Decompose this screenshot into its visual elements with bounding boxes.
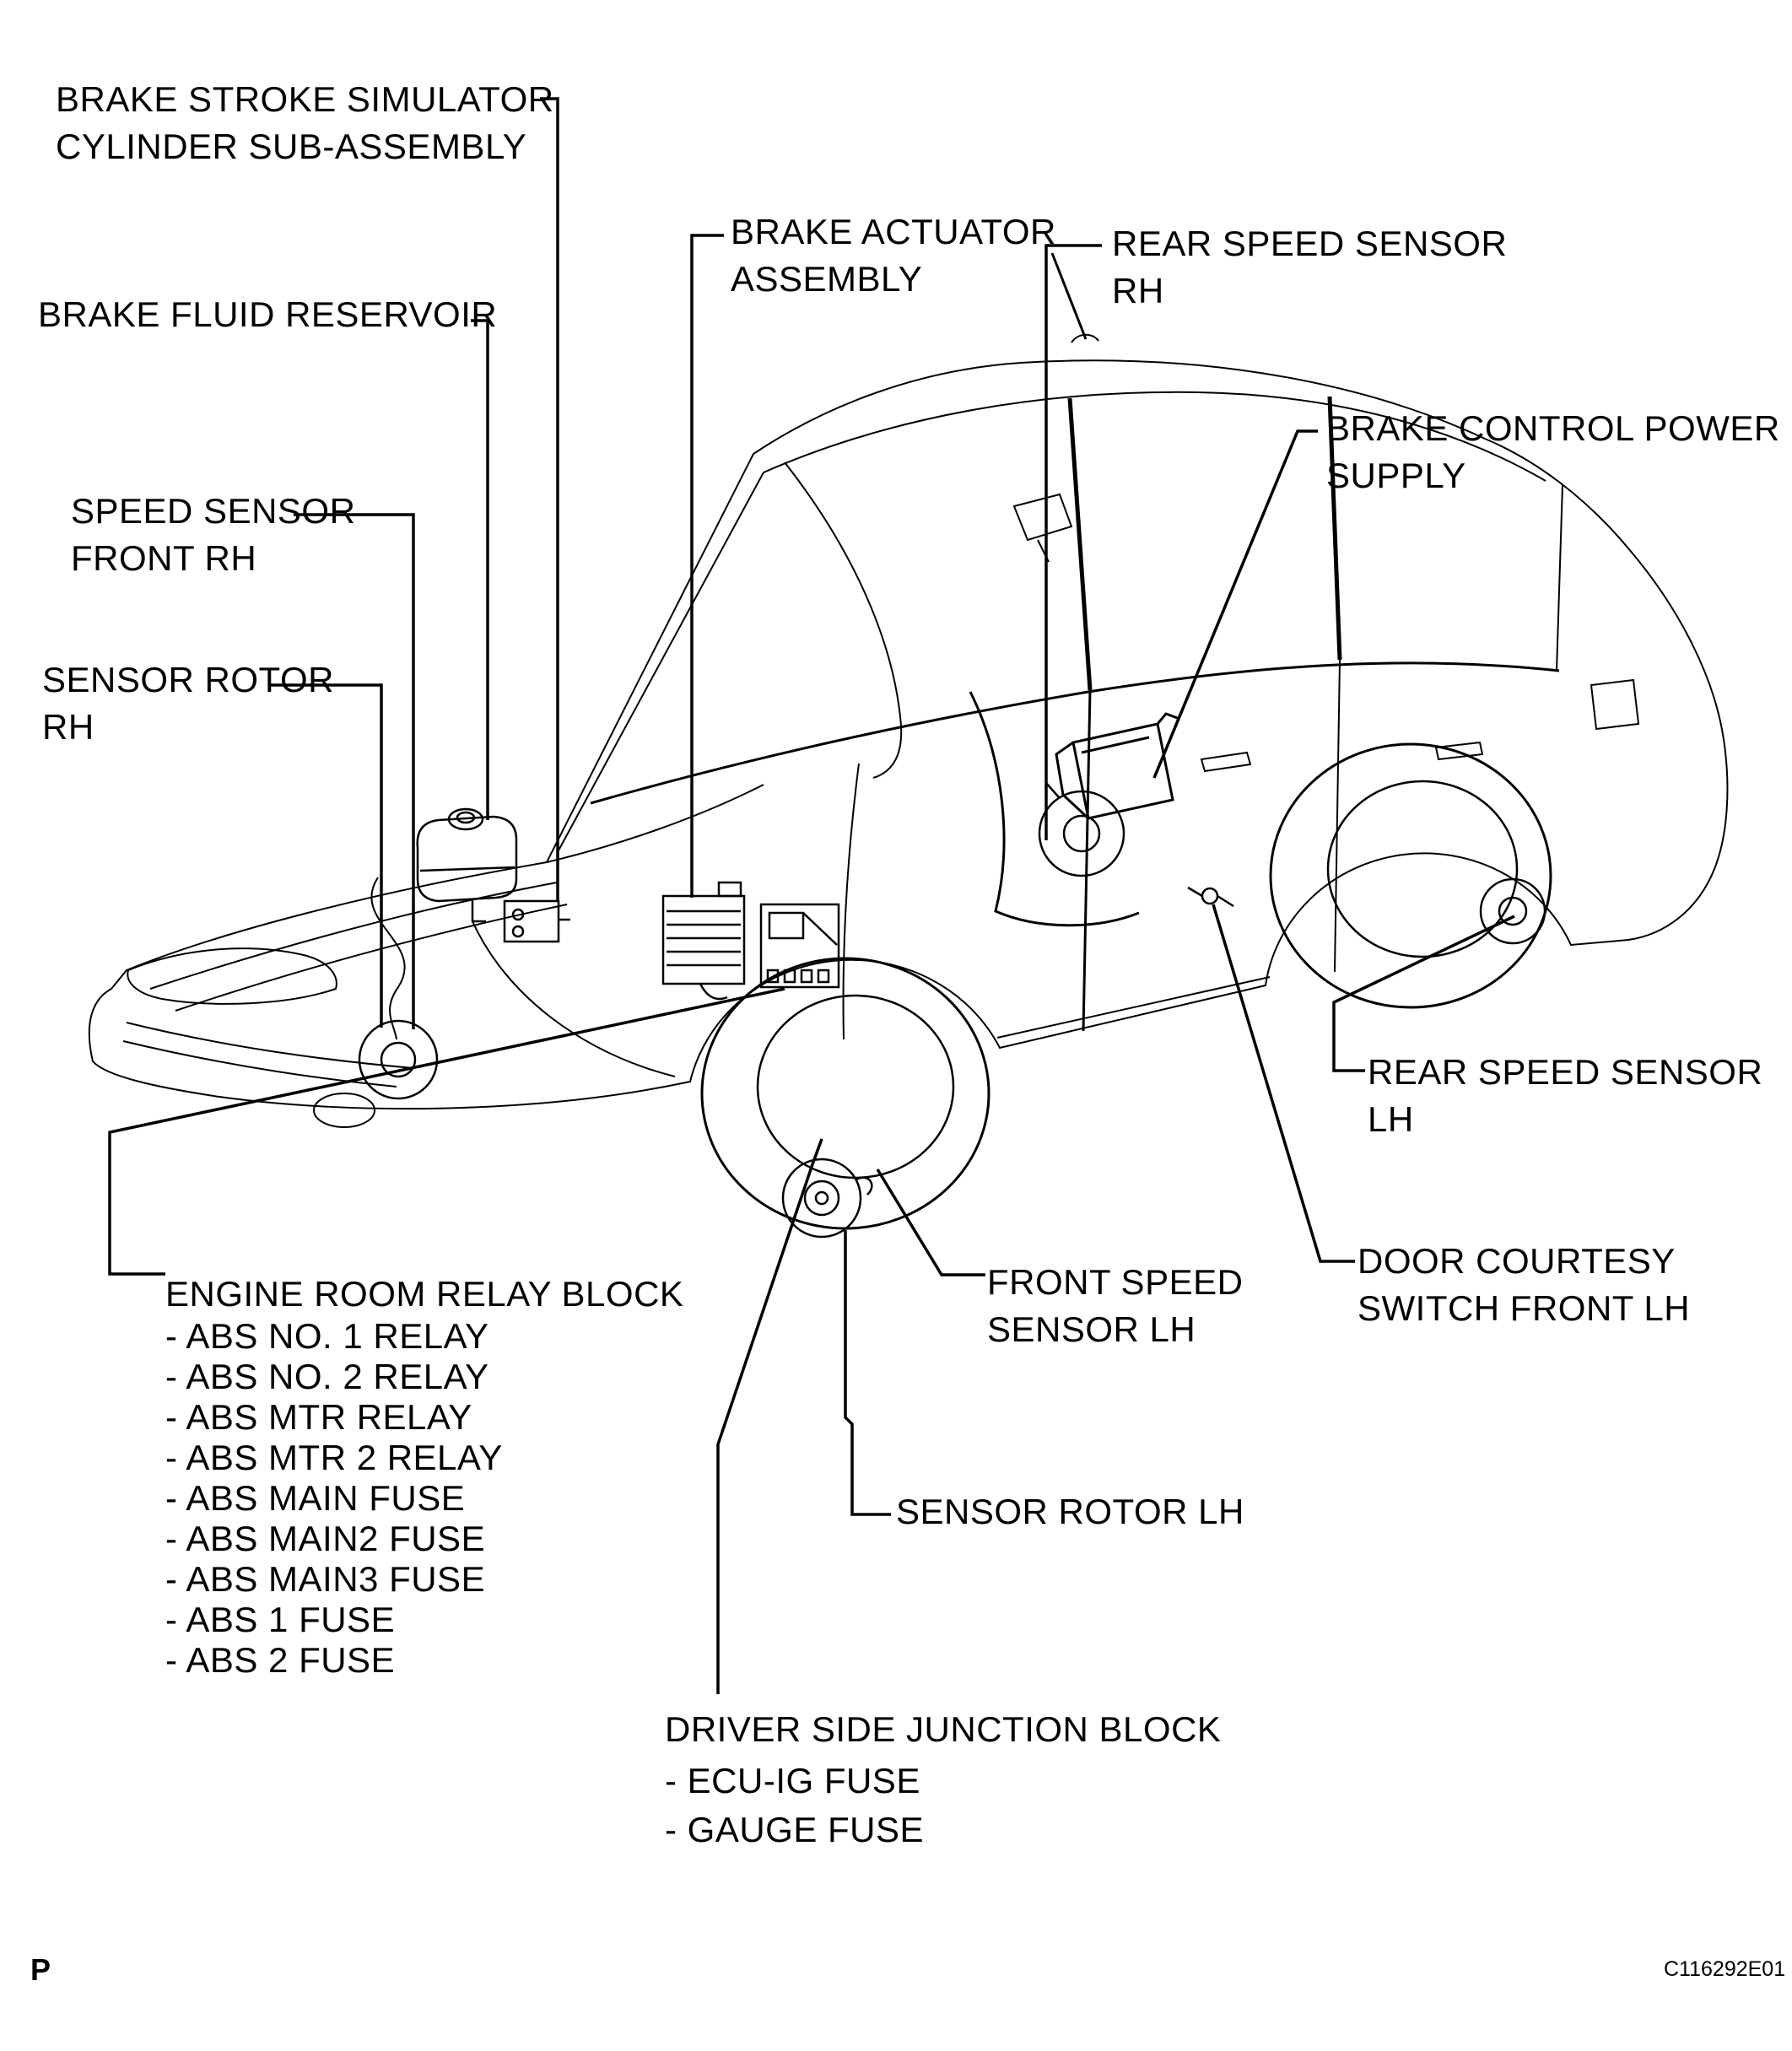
component-parts: [416, 712, 1234, 1001]
front-hub-rotor-lh-inner: [803, 1179, 840, 1217]
antenna: [1050, 252, 1088, 340]
leader-sensor-rotor-lh: [844, 1230, 891, 1516]
front-caliper: [856, 1176, 873, 1196]
label-driver-side-junction-block-items: - ECU-IG FUSE - GAUGE FUSE: [665, 1761, 925, 1849]
front-door-rear-cut: [1082, 689, 1092, 1032]
label-brake-stroke-simulator: BRAKE STROKE SIMULATOR CYLINDER SUB-ASSE…: [56, 79, 554, 166]
label-brake-actuator-assembly: BRAKE ACTUATOR ASSEMBLY: [731, 212, 1056, 299]
label-door-courtesy-switch-front-lh: DOOR COURTESY SWITCH FRONT LH: [1357, 1241, 1691, 1328]
front-rim: [756, 994, 955, 1179]
leader-brake-actuator-assembly: [690, 234, 724, 898]
car-body: [88, 252, 1729, 1128]
front-tire: [700, 957, 990, 1230]
rear-disc-rh-stub: [1045, 782, 1060, 798]
rear-rim: [1326, 780, 1519, 958]
hood-crease-2: [175, 904, 568, 1012]
rear-disc-rh-inner: [1062, 814, 1101, 853]
front-hub-rotor-lh: [781, 1158, 862, 1239]
grille-line-1: [126, 1022, 414, 1069]
leader-brake-stroke-simulator: [540, 97, 559, 901]
a-pillar: [558, 472, 764, 851]
b-pillar: [1067, 397, 1093, 691]
label-rear-speed-sensor-rh: REAR SPEED SENSOR RH: [1112, 224, 1508, 310]
rear-pillar: [1556, 484, 1563, 672]
seat-outline: [969, 691, 1140, 927]
rear-disc-rh: [1038, 790, 1125, 877]
fuel-door: [1590, 678, 1640, 731]
rear-hub-lh: [1479, 877, 1546, 945]
hood-crease: [149, 882, 558, 990]
car-body-outline: [88, 359, 1729, 1110]
leader-lines: [108, 97, 1515, 1694]
page-marker: P: [30, 1952, 51, 1987]
leader-driver-side-junction-block: [716, 1138, 823, 1694]
label-speed-sensor-front-rh: SPEED SENSOR FRONT RH: [71, 491, 356, 578]
leader-sensor-rotor-rh: [270, 683, 383, 1028]
far-a-pillar: [784, 461, 903, 779]
figure-code: C116292E01: [1664, 1957, 1786, 1981]
label-sensor-rotor-rh: SENSOR ROTOR RH: [42, 660, 334, 747]
antenna-base: [1071, 333, 1099, 343]
inner-fender: [472, 920, 676, 1077]
leader-rear-speed-sensor-rh: [1044, 244, 1102, 840]
label-brake-fluid-reservoir: BRAKE FLUID RESERVOIR: [38, 294, 498, 334]
abs-wire-front-rh: [370, 877, 406, 1040]
label-driver-side-junction-block-heading: DRIVER SIDE JUNCTION BLOCK: [665, 1709, 1222, 1749]
brake-actuator-assembly-part: [661, 881, 746, 1001]
label-engine-room-relay-block-items: - ABS NO. 1 RELAY - ABS NO. 2 RELAY - AB…: [165, 1316, 503, 1680]
label-brake-control-power-supply: BRAKE CONTROL POWER SUPPLY: [1326, 408, 1780, 495]
brake-control-power-supply-part: [1055, 712, 1180, 820]
door-handle-rear: [1434, 741, 1484, 761]
roof-inner-line: [763, 391, 1546, 482]
leader-front-speed-sensor-lh: [876, 1169, 985, 1276]
sill-line: [996, 976, 1271, 1039]
label-sensor-rotor-lh: SENSOR ROTOR LH: [896, 1492, 1244, 1531]
leader-brake-control-power-supply: [1152, 429, 1318, 779]
rear-hub-lh-inner: [1498, 896, 1528, 926]
beltline: [590, 661, 1560, 805]
engine-room-relay-block-part: [759, 903, 840, 989]
leader-rear-speed-sensor-lh: [1332, 915, 1515, 1072]
front-hub-rotor-lh-center: [814, 1190, 829, 1206]
front-door-front-cut: [842, 763, 860, 1040]
fog-lamp: [313, 1093, 375, 1128]
label-rear-speed-sensor-lh: REAR SPEED SENSOR LH: [1368, 1052, 1763, 1139]
leader-engine-room-relay-block: [108, 987, 785, 1276]
brake-stroke-simulator-part: [503, 899, 570, 943]
rear-tire: [1269, 742, 1552, 1009]
label-front-speed-sensor-lh: FRONT SPEED SENSOR LH: [987, 1262, 1244, 1349]
brake-fluid-reservoir-part: [416, 807, 518, 923]
leader-door-courtesy-switch: [1212, 904, 1355, 1263]
label-engine-room-relay-block-heading: ENGINE ROOM RELAY BLOCK: [165, 1274, 684, 1314]
headlight: [127, 947, 337, 1005]
cowl-line: [546, 784, 764, 863]
side-mirror: [1012, 493, 1073, 563]
door-handle-front: [1200, 751, 1252, 773]
c-pillar: [1327, 396, 1342, 661]
leader-speed-sensor-front-rh: [294, 513, 415, 1029]
leader-brake-fluid-reservoir: [471, 319, 489, 820]
front-hub-rh: [358, 1019, 439, 1100]
door-courtesy-switch-part: [1187, 886, 1234, 908]
rear-door-rear-cut: [1334, 659, 1341, 973]
wheels: [358, 742, 1552, 1239]
front-hub-rh-inner: [380, 1041, 417, 1078]
